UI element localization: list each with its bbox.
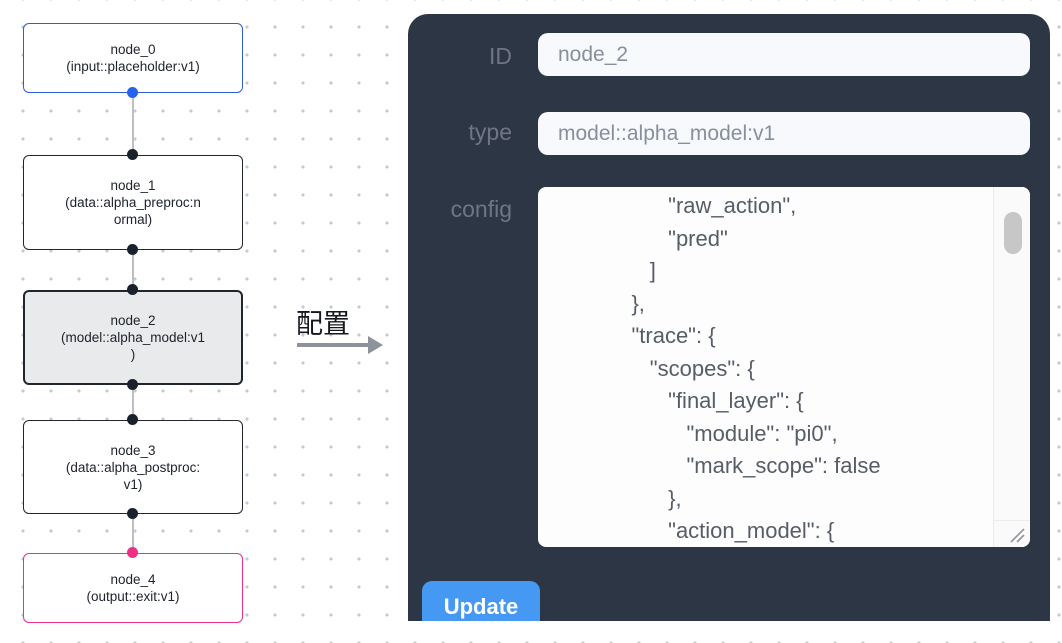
- node-title: node_1: [110, 178, 156, 193]
- node-subtitle: (data::alpha_preproc:n ormal): [65, 195, 201, 227]
- update-button[interactable]: Update: [422, 581, 540, 621]
- right-arrow-icon: [297, 336, 387, 354]
- transition-label: 配置: [296, 309, 350, 339]
- resize-grip-icon[interactable]: [1007, 525, 1027, 545]
- config-panel: ID type config "raw_action", "pred" ] },…: [408, 14, 1050, 621]
- config-scrollbar-corner: [993, 520, 1030, 547]
- node-node_1[interactable]: node_1 (data::alpha_preproc:n ormal): [23, 155, 243, 250]
- handle-node3-bottom[interactable]: [127, 508, 138, 519]
- config-field-label: config: [450, 196, 512, 222]
- node-title: node_4: [110, 572, 156, 587]
- node-subtitle: (model::alpha_model:v1 ): [60, 330, 206, 362]
- node-node_0[interactable]: node_0 (input::placeholder:v1): [23, 23, 243, 93]
- edge-node2-node3: [132, 385, 134, 420]
- node-subtitle: (input::placeholder:v1): [66, 59, 200, 74]
- handle-node1-bottom[interactable]: [127, 244, 138, 255]
- handle-node0-bottom[interactable]: [127, 87, 138, 98]
- node-node_3[interactable]: node_3 (data::alpha_postproc: v1): [23, 420, 243, 514]
- node-title: node_3: [110, 442, 156, 458]
- edge-node3-node4: [132, 514, 134, 553]
- id-field-label: ID: [489, 43, 512, 69]
- node-title: node_2: [110, 313, 156, 328]
- type-input[interactable]: [538, 112, 1030, 155]
- id-input[interactable]: [538, 33, 1030, 76]
- node-node_2-selected[interactable]: node_2 (model::alpha_model:v1 ): [23, 290, 243, 385]
- handle-node2-top[interactable]: [127, 284, 138, 295]
- node-subtitle: (output::exit:v1): [86, 589, 180, 604]
- config-json-text: "raw_action", "pred" ] }, "trace": { "sc…: [631, 193, 881, 543]
- handle-node1-top[interactable]: [127, 149, 138, 160]
- handle-node2-bottom[interactable]: [127, 379, 138, 390]
- config-textarea[interactable]: "raw_action", "pred" ] }, "trace": { "sc…: [538, 187, 1030, 547]
- type-field-label: type: [468, 119, 512, 145]
- config-scrollbar-thumb[interactable]: [1004, 212, 1022, 254]
- handle-node4-top[interactable]: [127, 547, 138, 558]
- edge-node0-node1: [132, 93, 134, 155]
- node-subtitle: (data::alpha_postproc: v1): [65, 459, 201, 492]
- node-title: node_0: [110, 42, 156, 57]
- node-node_4[interactable]: node_4 (output::exit:v1): [23, 553, 243, 623]
- edge-node1-node2: [132, 250, 134, 290]
- handle-node3-top[interactable]: [127, 414, 138, 425]
